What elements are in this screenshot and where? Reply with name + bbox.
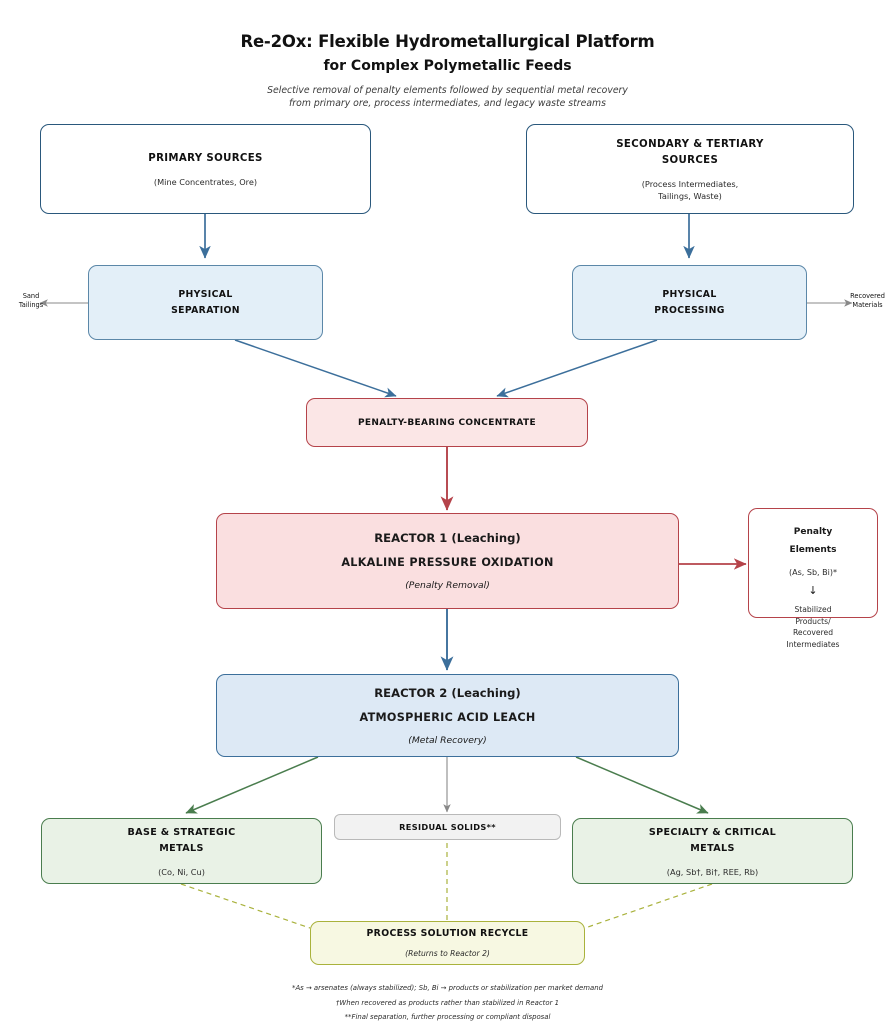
- edge-label-sand-tailings: Sand Tailings: [6, 292, 56, 310]
- physical-processing-title-line1: PHYSICAL: [662, 288, 717, 300]
- specialty-metals-title-line1: SPECIALTY & CRITICAL: [648, 826, 777, 838]
- specialty-metals-title-line2: METALS: [690, 842, 735, 854]
- penalty-concentrate-title: PENALTY-BEARING CONCENTRATE: [357, 417, 536, 428]
- recovered-materials-line1: Recovered: [850, 292, 885, 300]
- node-base-metals[interactable]: BASE & STRATEGIC METALS (Co, Ni, Cu): [41, 818, 322, 884]
- node-reactor2[interactable]: REACTOR 2 (Leaching) ATMOSPHERIC ACID LE…: [216, 674, 679, 757]
- node-penalty-elements[interactable]: Penalty Elements (As, Sb, Bi)* ↓ Stabili…: [748, 508, 878, 649]
- sand-tailings-line2: Tailings: [18, 301, 44, 309]
- specialty-metals-detail: (Ag, Sb†, Bi†, REE, Rb): [666, 866, 759, 877]
- node-reactor1[interactable]: REACTOR 1 (Leaching) ALKALINE PRESSURE O…: [216, 513, 679, 609]
- sand-tailings-line1: Sand: [22, 292, 40, 300]
- node-secondary-sources[interactable]: SECONDARY & TERTIARY SOURCES (Process In…: [526, 124, 854, 214]
- penalty-elements-output-line3: Recovered: [792, 628, 834, 637]
- physical-separation-title-line2: SEPARATION: [171, 304, 240, 316]
- node-primary-sources[interactable]: PRIMARY SOURCES (Mine Concentrates, Ore): [40, 124, 371, 214]
- process-recycle-title: PROCESS SOLUTION RECYCLE: [366, 928, 529, 939]
- reactor2-note: (Metal Recovery): [408, 734, 487, 746]
- page-subtitle-line1: Selective removal of penalty elements fo…: [267, 85, 628, 96]
- page-subtitle: Selective removal of penalty elements fo…: [0, 84, 895, 110]
- footnote-2: †When recovered as products rather than …: [335, 998, 559, 1007]
- node-physical-processing[interactable]: PHYSICAL PROCESSING: [572, 265, 807, 340]
- footnote-1: *As → arsenates (always stabilized); Sb,…: [292, 984, 603, 992]
- penalty-elements-title-line2: Elements: [789, 545, 837, 555]
- base-metals-detail: (Co, Ni, Cu): [158, 866, 205, 877]
- page-title-line2: for Complex Polymetallic Feeds: [323, 58, 572, 74]
- node-penalty-concentrate[interactable]: PENALTY-BEARING CONCENTRATE: [306, 398, 588, 447]
- node-specialty-metals[interactable]: SPECIALTY & CRITICAL METALS (Ag, Sb†, Bi…: [572, 818, 853, 884]
- secondary-sources-title-line2: SOURCES: [661, 154, 719, 166]
- primary-sources-detail: (Mine Concentrates, Ore): [153, 176, 258, 187]
- base-metals-title-line1: BASE & STRATEGIC: [127, 826, 236, 838]
- penalty-elements-output-line2: Products/: [795, 616, 831, 626]
- recovered-materials-line2: Materials: [852, 301, 883, 309]
- secondary-sources-title-line1: SECONDARY & TERTIARY: [616, 138, 764, 150]
- reactor2-title: REACTOR 2 (Leaching): [374, 685, 521, 700]
- footnotes: *As → arsenates (always stabilized); Sb,…: [0, 981, 895, 1025]
- penalty-elements-list: (As, Sb, Bi)*: [789, 568, 837, 577]
- page-title-line1: Re-2Ox: Flexible Hydrometallurgical Plat…: [240, 32, 655, 51]
- node-process-recycle[interactable]: PROCESS SOLUTION RECYCLE (Returns to Rea…: [310, 921, 585, 965]
- down-arrow-icon: ↓: [808, 584, 818, 597]
- penalty-elements-output-line1: Stabilized: [794, 605, 832, 614]
- node-physical-separation[interactable]: PHYSICAL SEPARATION: [88, 265, 323, 340]
- base-metals-title-line2: METALS: [159, 842, 204, 854]
- node-residual-solids[interactable]: RESIDUAL SOLIDS**: [334, 814, 561, 840]
- penalty-elements-output-line4: Intermediates: [786, 639, 840, 649]
- reactor1-note: (Penalty Removal): [405, 580, 490, 591]
- primary-sources-title: PRIMARY SOURCES: [148, 152, 263, 164]
- footnote-3: **Final separation, further processing o…: [344, 1013, 551, 1021]
- process-recycle-detail: (Returns to Reactor 2): [405, 949, 490, 958]
- physical-separation-title-line1: PHYSICAL: [178, 288, 233, 300]
- residual-solids-title: RESIDUAL SOLIDS**: [399, 822, 496, 832]
- reactor2-process: ATMOSPHERIC ACID LEACH: [359, 710, 536, 724]
- secondary-sources-detail-line2: Tailings, Waste): [658, 190, 722, 201]
- reactor1-process: ALKALINE PRESSURE OXIDATION: [341, 556, 554, 569]
- secondary-sources-detail-line1: (Process Intermediates,: [641, 178, 739, 189]
- edge-label-recovered-materials: Recovered Materials: [840, 292, 895, 310]
- penalty-elements-title-line1: Penalty: [793, 527, 833, 537]
- reactor1-title: REACTOR 1 (Leaching): [374, 531, 521, 545]
- physical-processing-title-line2: PROCESSING: [654, 304, 725, 316]
- page-subtitle-line2: from primary ore, process intermediates,…: [289, 98, 606, 109]
